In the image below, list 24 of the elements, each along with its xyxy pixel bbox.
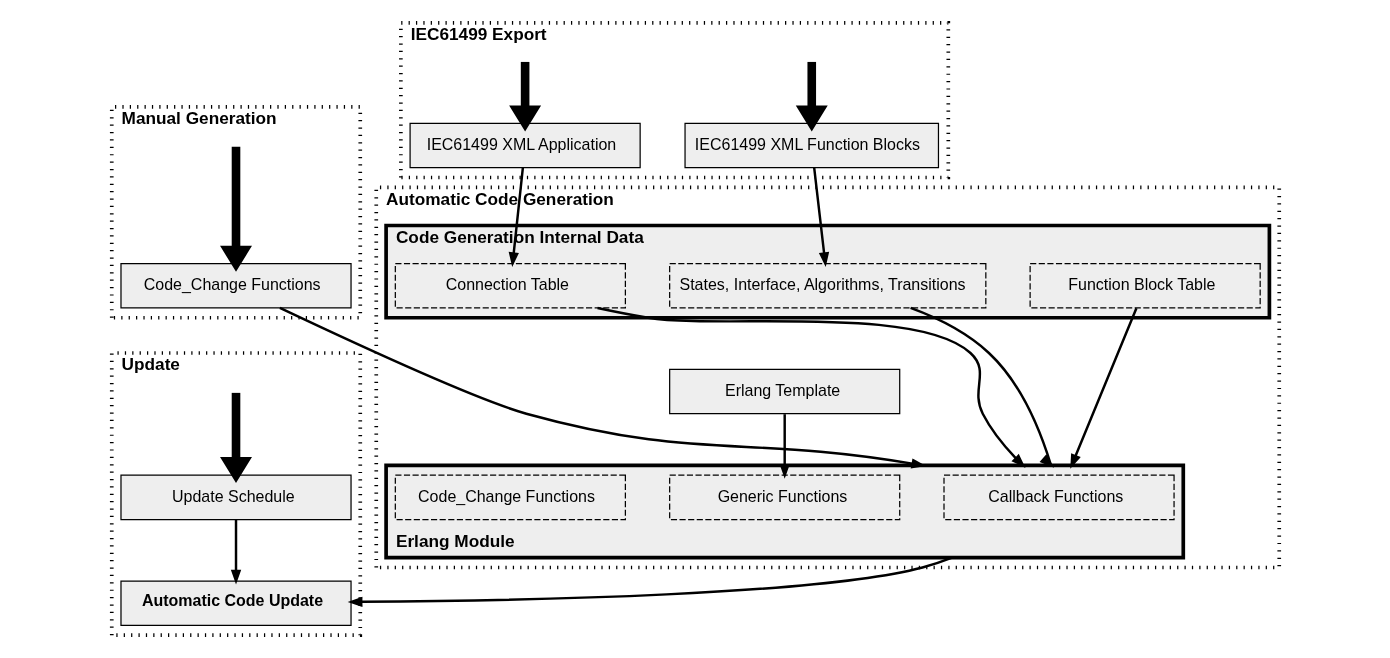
node-box: States, Interface, Algorithms, Transitions <box>668 263 986 309</box>
node-box: IEC61499 XML Function Blocks <box>683 122 939 169</box>
arrow <box>219 392 252 484</box>
arrow <box>909 306 1054 468</box>
arrow <box>347 556 953 607</box>
node-box: Update Schedule <box>119 474 352 521</box>
arrow <box>508 61 541 132</box>
node-box: Automatic Code Update <box>119 580 352 626</box>
node-box: IEC61499 XML Application <box>408 122 641 169</box>
node-box: Connection Table <box>394 263 626 309</box>
arrow <box>812 167 829 268</box>
arrow <box>278 306 926 469</box>
arrow <box>779 414 790 479</box>
arrow <box>219 146 252 272</box>
arrow <box>230 520 241 585</box>
node-box: Erlang Template <box>668 368 900 415</box>
node-box: Code_Change Functions <box>119 263 352 309</box>
node-box: Generic Functions <box>668 474 900 521</box>
node-box: Function Block Table <box>1029 263 1261 309</box>
node-box: Callback Functions <box>942 474 1175 521</box>
arrow <box>795 61 828 132</box>
arrow <box>508 167 524 268</box>
arrow <box>1069 307 1138 469</box>
node-box: Code_Change Functions <box>394 474 626 521</box>
